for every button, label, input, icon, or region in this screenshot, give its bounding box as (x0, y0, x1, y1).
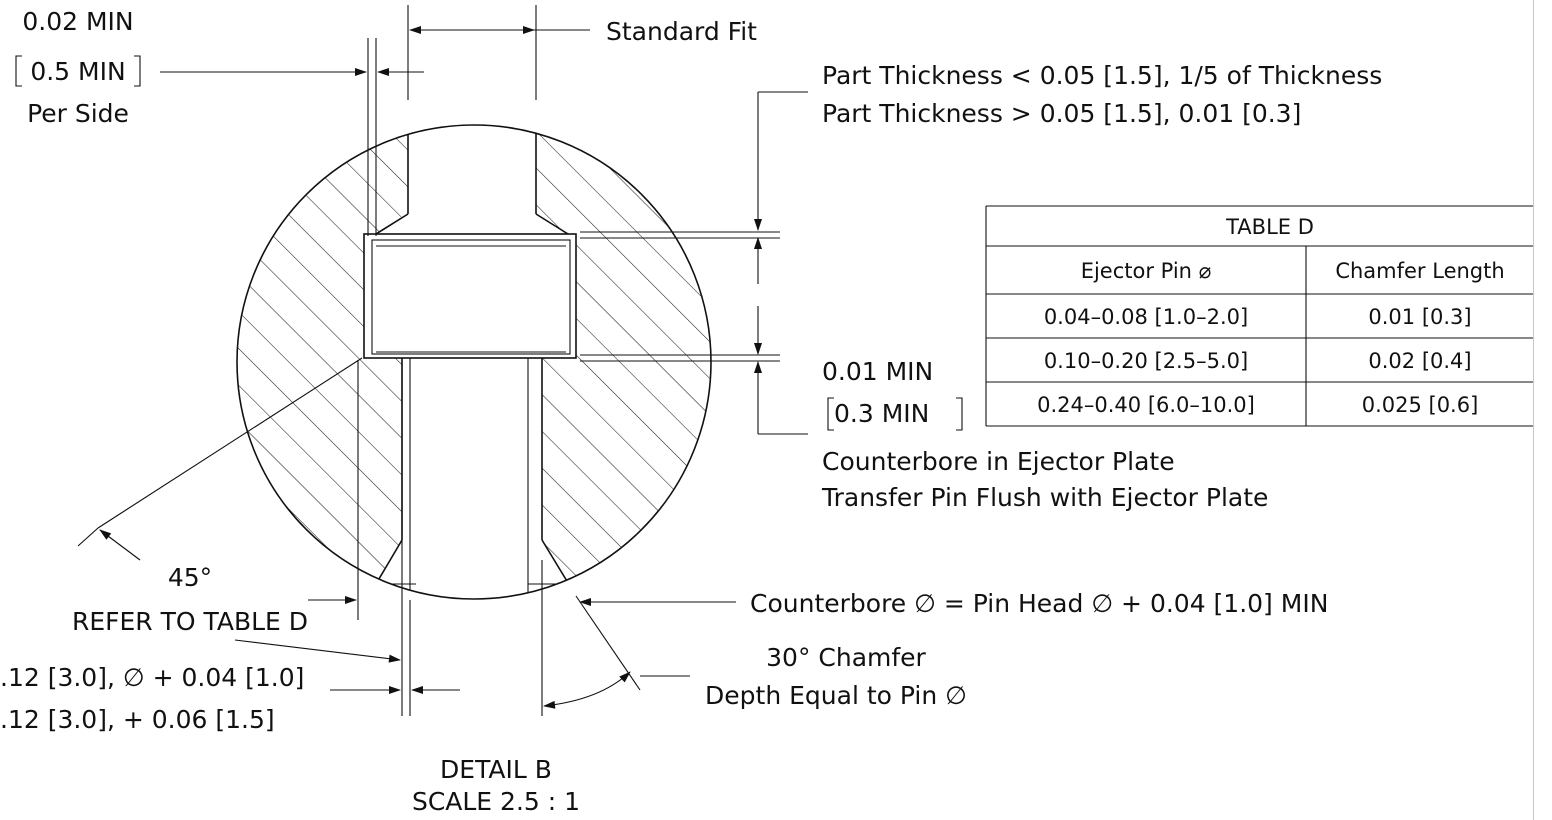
detail-title: DETAIL B (440, 755, 552, 784)
table-title: TABLE D (1225, 215, 1314, 239)
part-thickness-line1: Part Thickness < 0.05 [1.5], 1/5 of Thic… (822, 61, 1382, 90)
detail-scale: SCALE 2.5 : 1 (412, 787, 580, 816)
angle-label: 45° (168, 563, 212, 592)
standard-fit-label: Standard Fit (606, 17, 757, 46)
table-cell: 0.04–0.08 [1.0–2.0] (1044, 305, 1248, 329)
table-header-pin: Ejector Pin ⌀ (1081, 259, 1212, 283)
min-clearance-metric: 0.5 MIN (30, 57, 125, 86)
counterbore-diameter-label: Counterbore ∅ = Pin Head ∅ + 0.04 [1.0] … (750, 589, 1328, 618)
table-d: TABLE D Ejector Pin ⌀ Chamfer Length 0.0… (985, 205, 1534, 427)
table-cell: 0.01 [0.3] (1368, 305, 1471, 329)
per-side-label: Per Side (27, 99, 129, 128)
chamfer-label: 30° Chamfer (766, 643, 926, 672)
cb-min-value: 0.01 MIN (822, 357, 933, 386)
cb-min-metric: 0.3 MIN (834, 399, 929, 428)
part-thickness-line2: Part Thickness > 0.05 [1.5], 0.01 [0.3] (822, 99, 1301, 128)
min-clearance-value: 0.02 MIN (22, 7, 133, 36)
detail-circle (236, 124, 712, 600)
section-hatch (237, 125, 711, 599)
table-cell: 0.10–0.20 [2.5–5.0] (1044, 349, 1248, 373)
clearance-line1: .12 [3.0], ∅ + 0.04 [1.0] (0, 663, 304, 692)
table-cell: 0.24–0.40 [6.0–10.0] (1037, 393, 1255, 417)
chamfer-depth-label: Depth Equal to Pin ∅ (705, 681, 967, 710)
counterbore-note-line2: Transfer Pin Flush with Ejector Plate (821, 483, 1268, 512)
table-cell: 0.02 [0.4] (1368, 349, 1471, 373)
page-edge (1533, 0, 1534, 820)
table-cell: 0.025 [0.6] (1362, 393, 1479, 417)
refer-table-label: REFER TO TABLE D (72, 607, 308, 636)
counterbore-note-line1: Counterbore in Ejector Plate (822, 447, 1175, 476)
clearance-line2: .12 [3.0], + 0.06 [1.5] (0, 705, 275, 734)
table-header-chamfer: Chamfer Length (1335, 259, 1504, 283)
